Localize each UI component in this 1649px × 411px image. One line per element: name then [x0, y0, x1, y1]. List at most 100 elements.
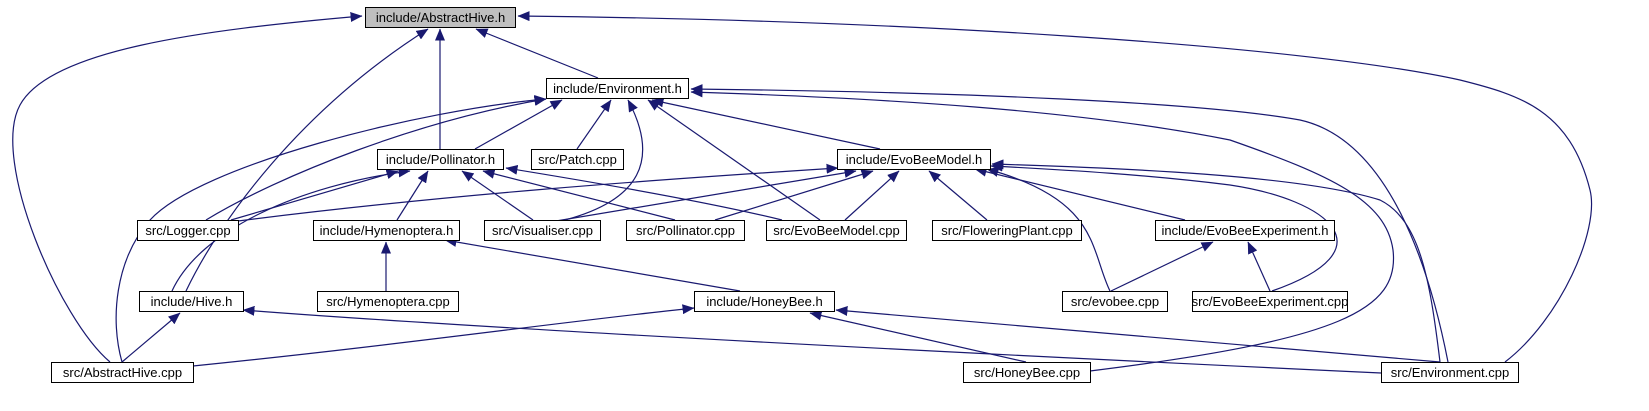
node-label: src/FloweringPlant.cpp [941, 223, 1073, 238]
edge-arrow [990, 161, 1338, 292]
node-box[interactable] [377, 149, 504, 170]
node-box[interactable] [313, 220, 460, 241]
node-box[interactable] [1155, 220, 1335, 241]
node-box[interactable] [626, 220, 745, 241]
edge-arrow [229, 163, 839, 223]
edge-arrow [576, 99, 612, 150]
node-environment-cpp[interactable]: src/Environment.cpp [1381, 362, 1519, 383]
edge-arrow [549, 167, 857, 223]
edges-layer [12, 11, 1593, 374]
node-abstracthive-h[interactable]: include/AbstractHive.h [365, 7, 516, 28]
node-box[interactable] [1381, 362, 1519, 383]
node-label: src/HoneyBee.cpp [974, 365, 1080, 380]
edge-arrow [835, 306, 1441, 363]
edge-environment_cpp-to-environment_h [690, 84, 1449, 363]
node-label: include/Environment.h [553, 81, 682, 96]
edge-evobeemodel_cpp-to-environment_h [647, 99, 821, 221]
nodes-layer: include/AbstractHive.h include/Environmen… [51, 7, 1519, 383]
edge-visualiser_cpp-to-pollinator_h [461, 170, 534, 221]
node-box[interactable] [837, 149, 991, 170]
node-label: src/Logger.cpp [145, 223, 230, 238]
node-box[interactable] [484, 220, 601, 241]
node-hymenoptera-h[interactable]: include/Hymenoptera.h [313, 220, 460, 241]
edge-arrow [171, 167, 411, 292]
edge-arrow [444, 237, 741, 292]
node-evobee-cpp[interactable]: src/evobee.cpp [1062, 291, 1168, 312]
node-hive-h[interactable]: include/Hive.h [139, 291, 244, 312]
node-honeybee-cpp[interactable]: src/HoneyBee.cpp [963, 362, 1091, 383]
edge-logger_cpp-to-evobeemodel_h [229, 163, 839, 223]
edge-arrow [1110, 241, 1214, 292]
node-label: include/EvoBeeModel.h [846, 152, 983, 167]
edge-arrow [396, 170, 429, 221]
edge-environment_cpp-to-abstracthive_h [517, 11, 1593, 363]
node-label: src/Hymenoptera.cpp [326, 294, 450, 309]
node-label: include/EvoBeeExperiment.h [1162, 223, 1329, 238]
edge-evobeemodel_cpp-to-pollinator_h [505, 164, 783, 221]
node-box[interactable] [932, 220, 1082, 241]
edge-honeybee_cpp-to-environment_h [690, 87, 1395, 372]
edge-arrow [482, 168, 676, 221]
node-pollinator-h[interactable]: include/Pollinator.h [377, 149, 504, 170]
node-box[interactable] [137, 220, 239, 241]
edge-floweringplant_cpp-to-evobeemodel_h [928, 170, 988, 221]
edge-arrow [809, 310, 1027, 363]
edge-arrow [647, 99, 821, 221]
node-label: src/AbstractHive.cpp [63, 365, 182, 380]
edge-evobee_cpp-to-evobeemodel_h [986, 167, 1111, 292]
edge-arrow [517, 11, 1593, 363]
node-box[interactable] [546, 78, 689, 99]
edge-arrow [844, 170, 900, 221]
edge-evobeeexperiment_cpp-to-evobeeexperiment_h [1247, 241, 1271, 292]
edge-arrow [475, 28, 599, 79]
node-box[interactable] [766, 220, 907, 241]
edge-arrow [205, 95, 547, 221]
edge-abstracthive_cpp-to-honeybee_h [192, 304, 695, 367]
node-box[interactable] [963, 362, 1091, 383]
node-box[interactable] [531, 149, 624, 170]
node-evobeeexperiment-h[interactable]: include/EvoBeeExperiment.h [1155, 220, 1335, 241]
edge-environment_cpp-to-honeybee_h [835, 306, 1441, 363]
node-box[interactable] [51, 362, 194, 383]
node-floweringplant-cpp[interactable]: src/FloweringPlant.cpp [932, 220, 1082, 241]
node-logger-cpp[interactable]: src/Logger.cpp [137, 220, 239, 241]
node-label: src/EvoBeeExperiment.cpp [1192, 294, 1349, 309]
edge-pollinator_cpp-to-evobeemodel_h [714, 169, 874, 221]
edge-arrow [1247, 241, 1271, 292]
edge-evobeemodel_cpp-to-evobeemodel_h [844, 170, 900, 221]
node-hymenoptera-cpp[interactable]: src/Hymenoptera.cpp [317, 291, 459, 312]
node-label: include/Hive.h [151, 294, 233, 309]
edge-visualiser_cpp-to-environment_h [564, 99, 644, 221]
edge-arrow [230, 169, 399, 221]
edge-arrow [974, 166, 1186, 221]
node-label: src/Visualiser.cpp [492, 223, 593, 238]
edge-evobeemodel_h-to-environment_h [651, 97, 881, 150]
node-pollinator-cpp[interactable]: src/Pollinator.cpp [626, 220, 745, 241]
edge-arrow [115, 95, 547, 363]
edge-arrow [185, 28, 429, 292]
edge-arrow [690, 87, 1395, 372]
edge-logger_cpp-to-environment_h [205, 95, 547, 221]
edge-arrow [192, 304, 695, 367]
node-box[interactable] [365, 7, 516, 28]
node-visualiser-cpp[interactable]: src/Visualiser.cpp [484, 220, 601, 241]
node-box[interactable] [1192, 291, 1348, 312]
node-label: include/AbstractHive.h [376, 10, 505, 25]
node-honeybee-h[interactable]: include/HoneyBee.h [694, 291, 835, 312]
edge-evobeeexperiment_cpp-to-evobeemodel_h [990, 161, 1338, 292]
node-abstracthive-cpp[interactable]: src/AbstractHive.cpp [51, 362, 194, 383]
node-patch-cpp[interactable]: src/Patch.cpp [531, 149, 624, 170]
edge-arrow [714, 169, 874, 221]
node-box[interactable] [694, 291, 835, 312]
node-box[interactable] [139, 291, 244, 312]
node-evobeeexperiment-cpp[interactable]: src/EvoBeeExperiment.cpp [1192, 291, 1349, 312]
edge-patch_cpp-to-environment_h [576, 99, 612, 150]
node-box[interactable] [317, 291, 459, 312]
node-evobeemodel-h[interactable]: include/EvoBeeModel.h [837, 149, 991, 170]
node-box[interactable] [1062, 291, 1168, 312]
edge-abstracthive_cpp-to-hive_h [121, 312, 181, 363]
edge-arrow [121, 312, 181, 363]
node-evobeemodel-cpp[interactable]: src/EvoBeeModel.cpp [766, 220, 907, 241]
node-environment-h[interactable]: include/Environment.h [546, 78, 689, 99]
